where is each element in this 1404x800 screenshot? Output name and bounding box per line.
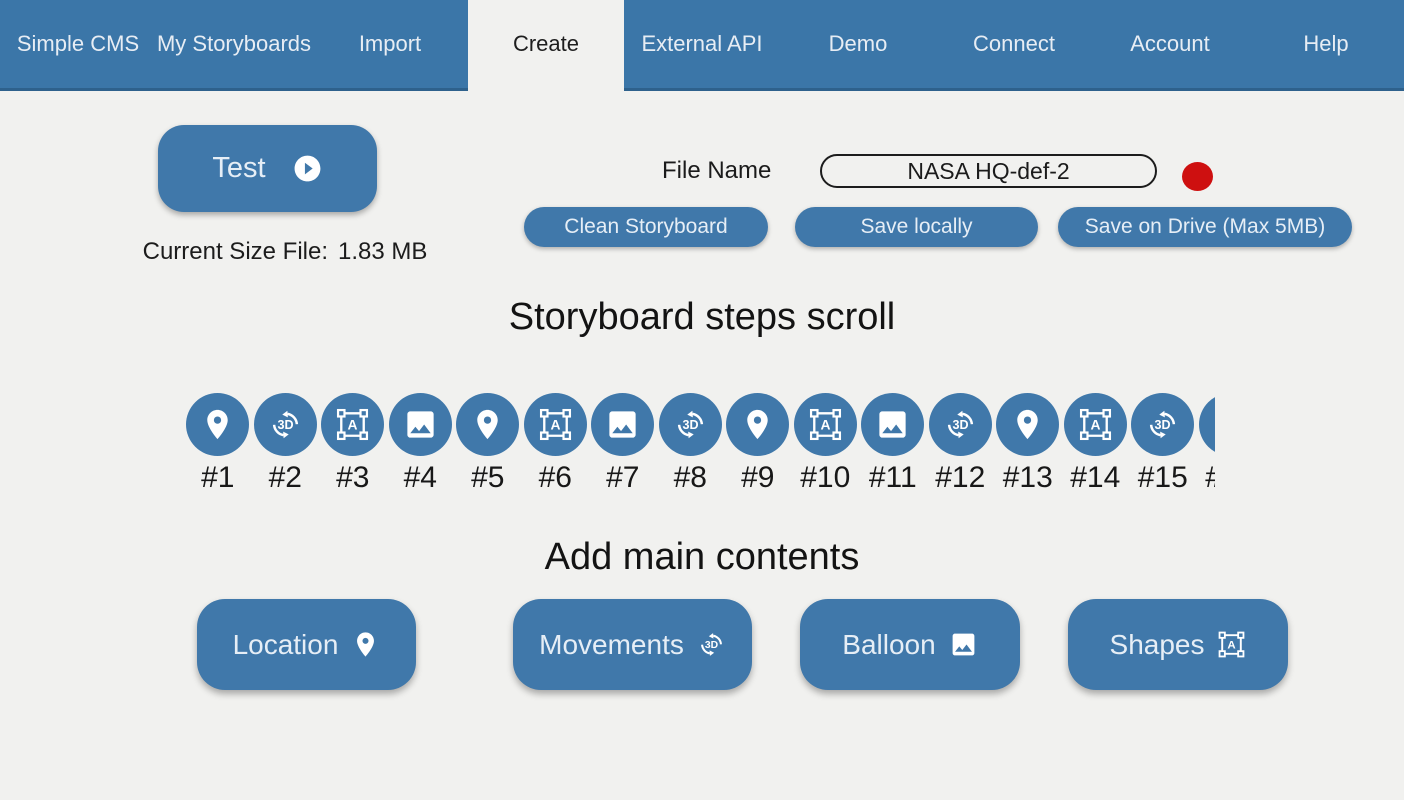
svg-text:A: A xyxy=(1090,416,1100,432)
nav-item-simple-cms[interactable]: Simple CMS xyxy=(0,0,156,91)
svg-text:3D: 3D xyxy=(705,640,719,651)
step-shapes-icon[interactable]: A xyxy=(1063,393,1127,456)
step-image-icon[interactable] xyxy=(388,393,452,456)
step-number-label: #3 xyxy=(336,461,370,494)
nav-item-my-storyboards[interactable]: My Storyboards xyxy=(156,0,312,91)
location-button[interactable]: Location xyxy=(197,599,416,690)
storyboard-step: #7 xyxy=(589,393,657,498)
step-number-label: #10 xyxy=(800,461,851,494)
step-3d-rotation-icon[interactable]: 3D xyxy=(928,393,992,456)
step-number-label: #5 xyxy=(471,461,505,494)
clean-storyboard-button[interactable]: Clean Storyboard xyxy=(524,207,768,247)
storyboard-step: #5 xyxy=(454,393,522,498)
test-button-label: Test xyxy=(212,152,266,184)
step-location-icon[interactable] xyxy=(186,393,250,456)
file-size-label: Current Size File: xyxy=(142,238,328,265)
3d-rotation-icon: 3D xyxy=(697,630,726,659)
file-name-input[interactable] xyxy=(820,154,1157,188)
nav-item-help[interactable]: Help xyxy=(1248,0,1404,91)
test-button[interactable]: Test xyxy=(158,125,377,212)
balloon-button[interactable]: Balloon xyxy=(800,599,1020,690)
svg-text:A: A xyxy=(820,416,830,432)
step-shapes-icon[interactable]: A xyxy=(793,393,857,456)
step-number-label: #12 xyxy=(935,461,986,494)
svg-text:A: A xyxy=(1228,639,1236,651)
movements-button-label: Movements xyxy=(539,628,684,660)
save-on-drive-button[interactable]: Save on Drive (Max 5MB) xyxy=(1058,207,1352,247)
movements-button[interactable]: Movements 3D xyxy=(513,599,752,690)
step-number-label: #1 xyxy=(201,461,235,494)
step-number-label: #13 xyxy=(1002,461,1053,494)
location-button-label: Location xyxy=(232,628,339,660)
step-number-label: #7 xyxy=(606,461,640,494)
add-main-contents-title: Add main contents xyxy=(544,536,860,578)
step-number-label: #4 xyxy=(403,461,437,494)
storyboard-step: #11 xyxy=(859,393,927,498)
svg-text:3D: 3D xyxy=(277,418,293,432)
step-number-label: #14 xyxy=(1070,461,1121,494)
step-number-label: #16 xyxy=(1205,461,1215,495)
step-number-label: #8 xyxy=(673,461,707,494)
file-size-value: 1.83 MB xyxy=(338,238,428,265)
step-location-icon[interactable] xyxy=(1198,393,1215,456)
storyboard-step: A #14 xyxy=(1062,393,1130,498)
nav-item-connect[interactable]: Connect xyxy=(936,0,1092,91)
balloon-button-label: Balloon xyxy=(842,628,936,660)
step-number-label: #15 xyxy=(1137,461,1188,494)
shapes-button-label: Shapes xyxy=(1109,628,1205,660)
storyboard-step: 3D #12 xyxy=(927,393,995,498)
step-number-label: #11 xyxy=(868,461,917,494)
location-pin-icon xyxy=(351,630,380,659)
storyboard-step: A #3 xyxy=(319,393,387,498)
step-shapes-icon[interactable]: A xyxy=(523,393,587,456)
storyboard-step: #4 xyxy=(387,393,455,498)
step-3d-rotation-icon[interactable]: 3D xyxy=(658,393,722,456)
nav-item-demo[interactable]: Demo xyxy=(780,0,936,91)
svg-text:3D: 3D xyxy=(952,418,968,432)
storyboard-step: 3D #8 xyxy=(657,393,725,498)
step-3d-rotation-icon[interactable]: 3D xyxy=(253,393,317,456)
current-file-size: Current Size File: 1.83 MB xyxy=(120,238,450,266)
svg-text:A: A xyxy=(550,416,560,432)
step-location-icon[interactable] xyxy=(726,393,790,456)
nav-item-import[interactable]: Import xyxy=(312,0,468,91)
save-locally-button[interactable]: Save locally xyxy=(795,207,1038,247)
svg-text:A: A xyxy=(348,416,358,432)
storyboard-step: #9 xyxy=(724,393,792,498)
storyboard-step: A #10 xyxy=(792,393,860,498)
storyboard-steps-title: Storyboard steps scroll xyxy=(508,296,896,338)
step-number-label: #2 xyxy=(268,461,302,494)
storyboard-step: 3D #2 xyxy=(252,393,320,498)
svg-text:3D: 3D xyxy=(1155,418,1171,432)
storyboard-step: A #6 xyxy=(522,393,590,498)
step-3d-rotation-icon[interactable]: 3D xyxy=(1131,393,1195,456)
step-location-icon[interactable] xyxy=(456,393,520,456)
record-indicator-icon xyxy=(1182,162,1213,191)
nav-item-create[interactable]: Create xyxy=(468,0,624,91)
nav-item-external-api[interactable]: External API xyxy=(624,0,780,91)
step-image-icon[interactable] xyxy=(861,393,925,456)
storyboard-step: #13 xyxy=(994,393,1062,498)
step-location-icon[interactable] xyxy=(996,393,1060,456)
format-shapes-icon: A xyxy=(1217,630,1246,659)
step-shapes-icon[interactable]: A xyxy=(321,393,385,456)
step-image-icon[interactable] xyxy=(591,393,655,456)
play-circle-icon xyxy=(292,153,323,184)
nav-item-account[interactable]: Account xyxy=(1092,0,1248,91)
image-icon xyxy=(949,630,978,659)
storyboard-step: #16 xyxy=(1197,393,1215,498)
file-name-label: File Name xyxy=(662,157,772,184)
step-number-label: #9 xyxy=(741,461,775,494)
svg-text:3D: 3D xyxy=(682,418,698,432)
storyboard-step: #1 xyxy=(184,393,252,498)
storyboard-step: 3D #15 xyxy=(1129,393,1197,498)
shapes-button[interactable]: Shapes A xyxy=(1068,599,1288,690)
step-number-label: #6 xyxy=(538,461,572,494)
storyboard-steps-scroller[interactable]: #1 3D #2 A #3 #4 #5 A #6 #7 3D #8 #9 A #10 #11 3D #12 #13 A… xyxy=(0,393,1215,498)
